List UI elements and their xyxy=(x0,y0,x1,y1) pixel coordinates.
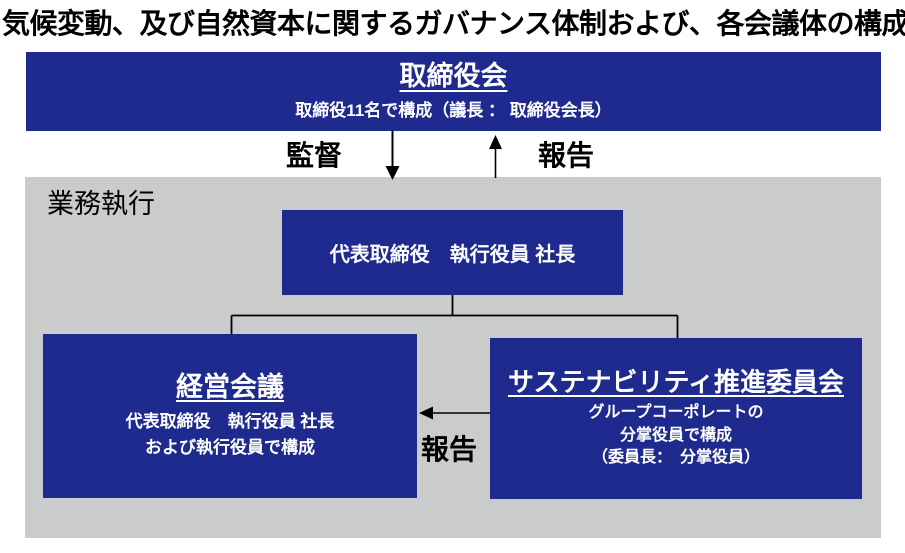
board-of-directors-box: 取締役会 取締役11名で構成（議長 ： 取締役会長） xyxy=(26,52,881,131)
board-composition-text: 取締役11名で構成（議長 ： 取締役会長） xyxy=(295,100,612,120)
management-council-members-line1: 代表取締役 執行役員 社長 xyxy=(125,412,335,432)
board-of-directors-title: 取締役会 xyxy=(399,61,508,92)
management-council-members-line2: および執行役員で構成 xyxy=(145,438,315,458)
sustainability-committee-members-line1: グループコーポレートの xyxy=(588,403,764,421)
sustainability-committee-chair-line: （委員長： 分掌役員） xyxy=(591,449,760,467)
report-up-label: 報告 xyxy=(538,140,595,171)
report-left-label: 報告 xyxy=(421,434,478,465)
sustainability-committee-title: サステナビリティ推進委員会 xyxy=(508,366,844,397)
supervision-label: 監督 xyxy=(286,140,343,171)
president-box-title: 代表取締役 執行役員 社長 xyxy=(329,244,576,266)
sustainability-committee-box: サステナビリティ推進委員会 グループコーポレートの 分掌役員で構成 （委員長： … xyxy=(490,338,862,499)
president-box: 代表取締役 執行役員 社長 xyxy=(282,210,623,295)
supervision-down-arrow xyxy=(385,131,400,180)
sustainability-committee-members-line2: 分掌役員で構成 xyxy=(619,426,732,444)
management-council-title: 経営会議 xyxy=(176,372,284,403)
business-execution-label: 業務執行 xyxy=(47,189,155,219)
report-up-arrow xyxy=(489,135,502,178)
management-council-box: 経営会議 代表取締役 執行役員 社長 および執行役員で構成 xyxy=(43,334,417,498)
page-title: 気候変動、及び自然資本に関するガバナンス体制および、各会議体の構成 xyxy=(2,8,905,39)
